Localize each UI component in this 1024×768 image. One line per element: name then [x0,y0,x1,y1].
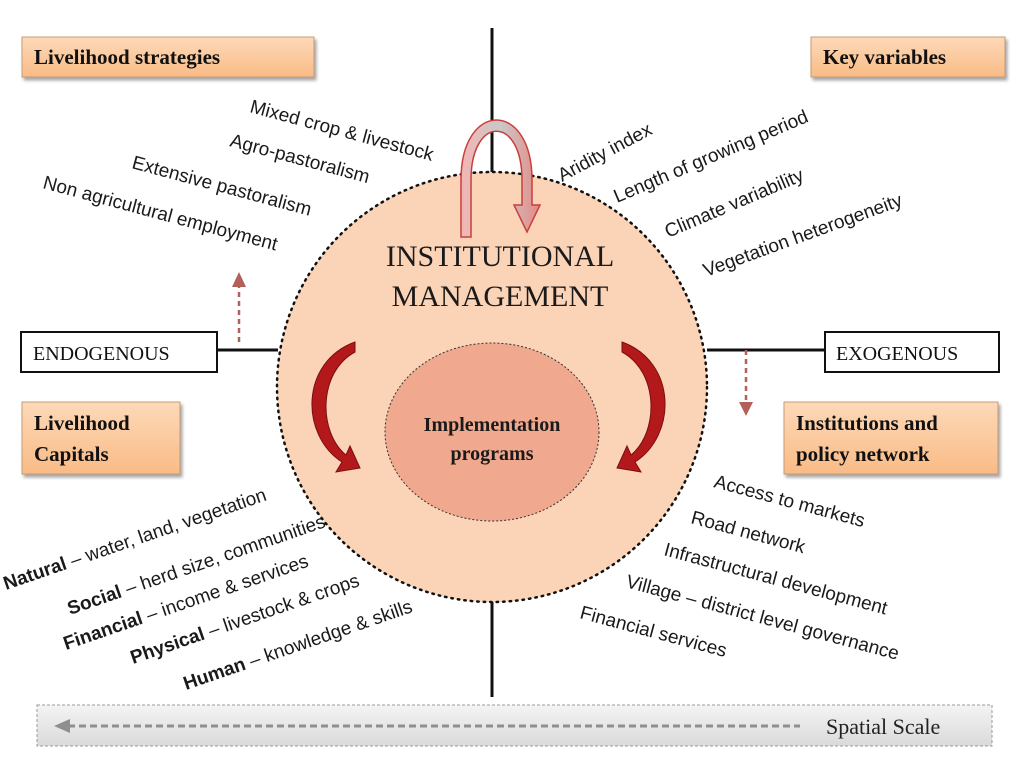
key-variables-box: Key variables [810,36,1006,78]
upward-dashed-arrow [232,272,246,342]
spatial-scale-label: Spatial Scale [826,714,940,739]
spatial-scale-bar: Spatial Scale [36,704,993,747]
center-title-line1: INSTITUTIONAL [386,240,614,273]
key-variables-heading: Key variables [823,45,946,69]
capital-name: Social [65,582,125,620]
livelihood-strategies-box: Livelihood strategies [21,36,315,78]
endogenous-box: ENDOGENOUS [20,331,218,373]
livelihood-capitals-box: Livelihood Capitals [21,401,181,475]
institutions-policy-heading-line2: policy network [796,442,930,466]
livelihood-strategies-heading: Livelihood strategies [34,45,220,69]
exogenous-box: EXOGENOUS [824,331,1000,373]
capital-name: Human [181,654,249,695]
capital-name: Physical [128,624,208,669]
institutions-policy-heading-line1: Institutions and [796,411,938,435]
livelihood-capitals-heading-line2: Capitals [34,442,109,466]
exogenous-label: EXOGENOUS [836,343,958,365]
implementation-programs-ellipse [384,342,600,522]
institutions-policy-box: Institutions and policy network [783,401,999,475]
inner-label-line2: programs [451,443,534,465]
feedback-arch-arrow [460,119,542,238]
inner-label-line1: Implementation [424,414,561,436]
center-title-line2: MANAGEMENT [392,280,609,313]
left-curved-arrow [311,341,361,473]
endogenous-label: ENDOGENOUS [33,343,170,365]
spatial-scale-arrowhead [54,719,70,733]
right-curved-arrow [616,341,666,473]
livelihood-capitals-heading-line1: Livelihood [34,411,130,435]
capital-name: Natural [1,554,70,595]
downward-dashed-arrow [739,350,753,416]
